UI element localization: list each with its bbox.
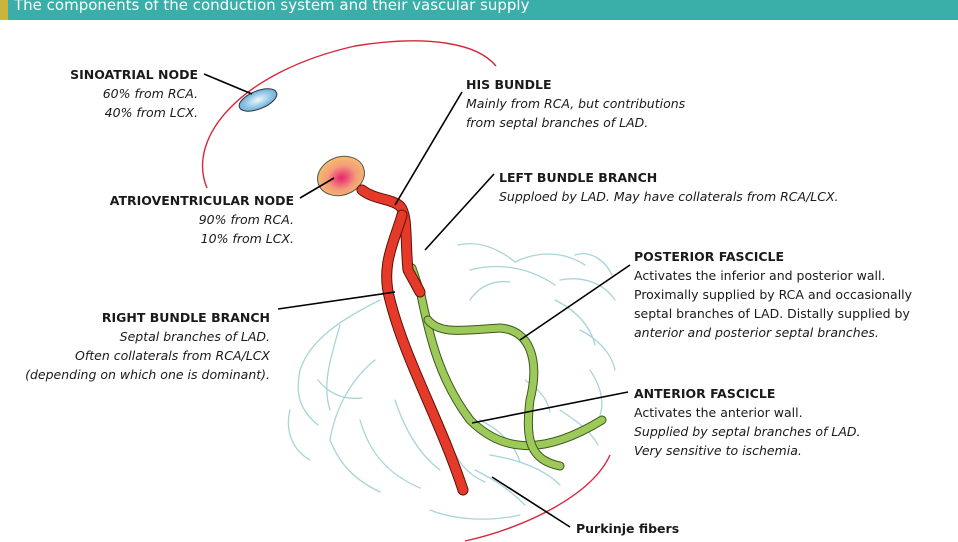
purkinje-title: Purkinje fibers	[576, 521, 680, 536]
rbb-line-3: (depending on which one is dominant).	[25, 367, 270, 382]
sa-node	[238, 88, 278, 112]
sa-node-line-2: 40% from LCX.	[104, 105, 198, 120]
sa-node-line-1: 60% from RCA.	[102, 86, 198, 101]
leader-lines	[203, 73, 631, 528]
label-av-node: ATRIOVENTRICULAR NODE 90% from RCA. 10% …	[110, 191, 294, 248]
page-title: The components of the conduction system …	[14, 0, 530, 14]
rbb-line-2: Often collaterals from RCA/LCX	[75, 348, 270, 363]
label-purkinje-fibers: Purkinje fibers	[576, 519, 679, 538]
heart-outline-lower	[464, 454, 611, 542]
lbb-title: LEFT BUNDLE BRANCH	[499, 170, 658, 185]
heart-outline-upper	[201, 40, 497, 189]
header-accent	[0, 0, 8, 20]
label-right-bundle-branch: RIGHT BUNDLE BRANCH Septal branches of L…	[25, 308, 270, 384]
label-anterior-fascicle: ANTERIOR FASCICLE Activates the anterior…	[634, 384, 860, 460]
label-his-bundle: HIS BUNDLE Mainly from RCA, but contribu…	[466, 75, 685, 132]
av-node-line-1: 90% from RCA.	[198, 212, 294, 227]
posterior-line-3: septal branches of LAD. Distally supplie…	[634, 306, 910, 321]
posterior-line-1: Activates the inferior and posterior wal…	[634, 268, 886, 283]
posterior-line-2: Proximally supplied by RCA and occasiona…	[634, 287, 913, 302]
anterior-title: ANTERIOR FASCICLE	[634, 386, 776, 401]
his-line-2: from septal branches of LAD.	[466, 115, 649, 130]
anterior-line-2: Supplied by septal branches of LAD.	[634, 424, 861, 439]
anterior-line-1: Activates the anterior wall.	[634, 405, 803, 420]
posterior-line-4: anterior and posterior septal branches.	[634, 325, 879, 340]
his-and-right-bundle	[356, 184, 469, 496]
lbb-line-1: Supploed by LAD. May have collaterals fr…	[499, 189, 839, 204]
his-line-1: Mainly from RCA, but contributions	[466, 96, 686, 111]
his-title: HIS BUNDLE	[466, 77, 552, 92]
label-left-bundle-branch: LEFT BUNDLE BRANCH Supploed by LAD. May …	[499, 168, 839, 206]
rbb-line-1: Septal branches of LAD.	[119, 329, 270, 344]
av-node-title: ATRIOVENTRICULAR NODE	[109, 193, 294, 208]
anterior-line-3: Very sensitive to ischemia.	[634, 443, 802, 458]
header-bar: The components of the conduction system …	[0, 0, 958, 20]
av-node-line-2: 10% from LCX.	[200, 231, 294, 246]
label-posterior-fascicle: POSTERIOR FASCICLE Activates the inferio…	[634, 247, 912, 342]
av-node	[317, 155, 365, 197]
sa-node-title: SINOATRIAL NODE	[70, 67, 198, 82]
label-sa-node: SINOATRIAL NODE 60% from RCA. 40% from L…	[70, 65, 198, 122]
rbb-title: RIGHT BUNDLE BRANCH	[101, 310, 270, 325]
posterior-title: POSTERIOR FASCICLE	[634, 249, 785, 264]
